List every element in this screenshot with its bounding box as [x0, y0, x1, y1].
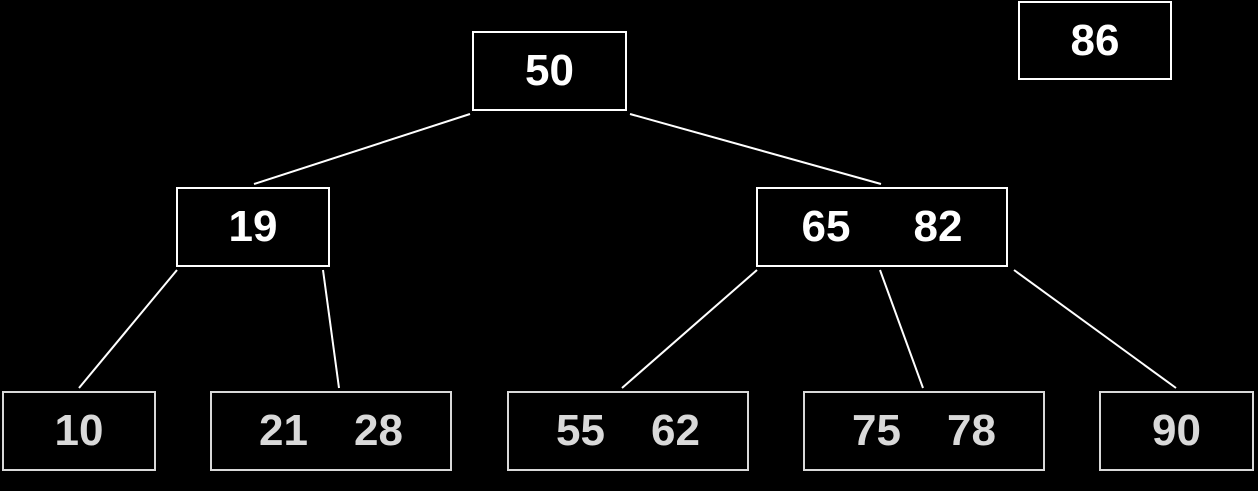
leaf-node: 90	[1099, 391, 1254, 471]
edge-root-to-19	[253, 113, 471, 185]
leaf-key: 62	[651, 406, 700, 455]
leaf-key: 78	[947, 406, 996, 455]
leaf-node: 21 28	[210, 391, 452, 471]
internal-right-key-1: 65	[801, 202, 851, 251]
leaf-key: 75	[852, 406, 901, 455]
root-key-1: 50	[525, 46, 574, 95]
root-node: 50	[472, 31, 627, 111]
edge-65-82-to-75-78	[879, 269, 924, 389]
pending-insert-node: 86	[1018, 1, 1172, 80]
pending-key: 86	[1070, 15, 1120, 65]
leaf-key: 55	[556, 406, 605, 455]
internal-node-right: 65 82	[756, 187, 1008, 267]
internal-left-key-1: 19	[228, 202, 278, 251]
edge-19-to-21-28	[322, 269, 340, 389]
internal-node-left: 19	[176, 187, 330, 267]
edge-65-82-to-55-62	[621, 269, 758, 389]
edge-65-82-to-90	[1013, 269, 1177, 389]
leaf-key: 90	[1152, 406, 1201, 455]
leaf-key: 21	[259, 406, 308, 455]
leaf-key: 28	[354, 406, 403, 455]
internal-right-key-2: 82	[913, 202, 963, 251]
leaf-node: 10	[2, 391, 156, 471]
edge-root-to-65-82	[629, 113, 882, 185]
leaf-node: 55 62	[507, 391, 749, 471]
edge-19-to-10	[78, 269, 178, 389]
leaf-node: 75 78	[803, 391, 1045, 471]
leaf-key: 10	[54, 406, 104, 455]
